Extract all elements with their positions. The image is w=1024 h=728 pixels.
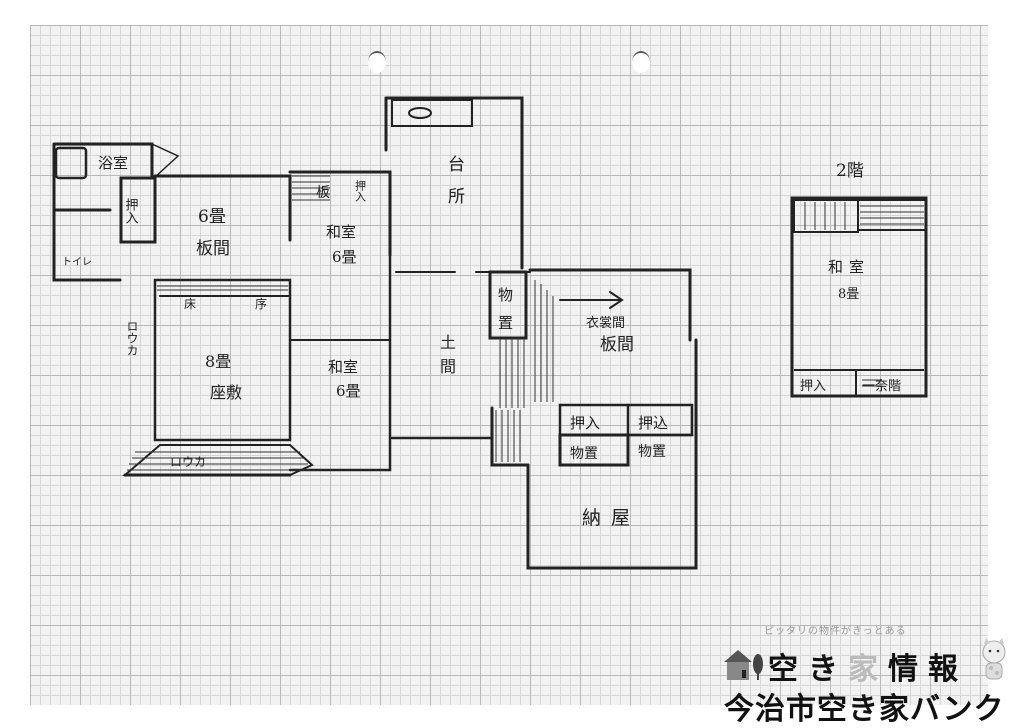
label-doma-1: 土 xyxy=(440,333,456,352)
label-toilet: トイレ xyxy=(62,257,92,268)
label-stairs: 板 xyxy=(316,185,330,201)
room-labels: 浴室 トイレ 押入 6畳 板間 板 押入 和室 6畳 台 所 床 序 8畳 座敷… xyxy=(62,154,901,529)
label-oshikomi: 押込 xyxy=(638,414,668,432)
label-rouka-bottom: ロウカ xyxy=(170,455,206,469)
cat-mascot-icon xyxy=(982,638,1006,680)
label-floor2-closet: 押入 xyxy=(800,379,826,394)
label-washitsu-bottom-count: 6畳 xyxy=(336,382,361,400)
stair-hatching xyxy=(127,175,554,471)
label-bath: 浴室 xyxy=(98,154,128,172)
label-tokonoma2: 序 xyxy=(255,296,267,311)
punch-hole-right xyxy=(632,51,650,73)
label-zashiki-count: 8畳 xyxy=(205,352,231,371)
akiya-bank-logo: ピッタリの物件がきっとある 空き家情報 今治市空き家バンク xyxy=(712,618,1024,727)
label-washitsu-top: 和室 xyxy=(326,223,356,241)
label-doma-2: 間 xyxy=(440,357,456,376)
label-floor2-room: 和室 xyxy=(828,258,870,276)
graph-paper-sheet xyxy=(30,25,988,705)
logo-tagline: ピッタリの物件がきっとある xyxy=(764,626,907,637)
label-closet-small: 押入 xyxy=(354,179,367,202)
label-wardrobe-room: 衣裳間 xyxy=(586,315,625,331)
house-icon xyxy=(724,650,763,680)
floor1-walls xyxy=(52,96,698,570)
label-washitsu-top-count: 6畳 xyxy=(332,248,357,266)
label-tokonoma: 床 xyxy=(184,297,196,311)
label-floor2-count: 8畳 xyxy=(838,287,859,302)
label-itama-count: 6畳 xyxy=(198,207,226,227)
label-kitchen-1: 台 xyxy=(448,155,465,175)
label-kitchen-2: 所 xyxy=(448,187,465,207)
label-oshiire-left: 押入 xyxy=(123,198,139,224)
label-storage-b: 物置 xyxy=(638,444,666,460)
label-wardrobe-itama: 板間 xyxy=(600,335,634,355)
label-itama-name: 板間 xyxy=(196,239,230,259)
punch-hole-left xyxy=(368,51,386,73)
label-washitsu-bottom: 和室 xyxy=(328,358,358,376)
label-floor2-heading: 2階 xyxy=(836,161,864,181)
label-barn: 納屋 xyxy=(582,507,640,529)
label-storage-left-1: 物 xyxy=(498,286,513,304)
label-zashiki-name: 座敷 xyxy=(210,383,242,402)
floor2-stair-hatching xyxy=(804,202,924,387)
label-floor2-stairs: 一奈階 xyxy=(862,379,901,394)
logo-bank-name: 今治市空き家バンク xyxy=(724,692,1005,727)
label-storage-left-2: 置 xyxy=(498,314,513,332)
label-oshiire-right: 押入 xyxy=(570,414,600,432)
logo-title: 空き家情報 xyxy=(768,652,968,687)
floor2-walls xyxy=(790,196,928,398)
label-storage-a: 物置 xyxy=(570,446,598,462)
label-rouka-left: ロウカ xyxy=(125,320,139,356)
